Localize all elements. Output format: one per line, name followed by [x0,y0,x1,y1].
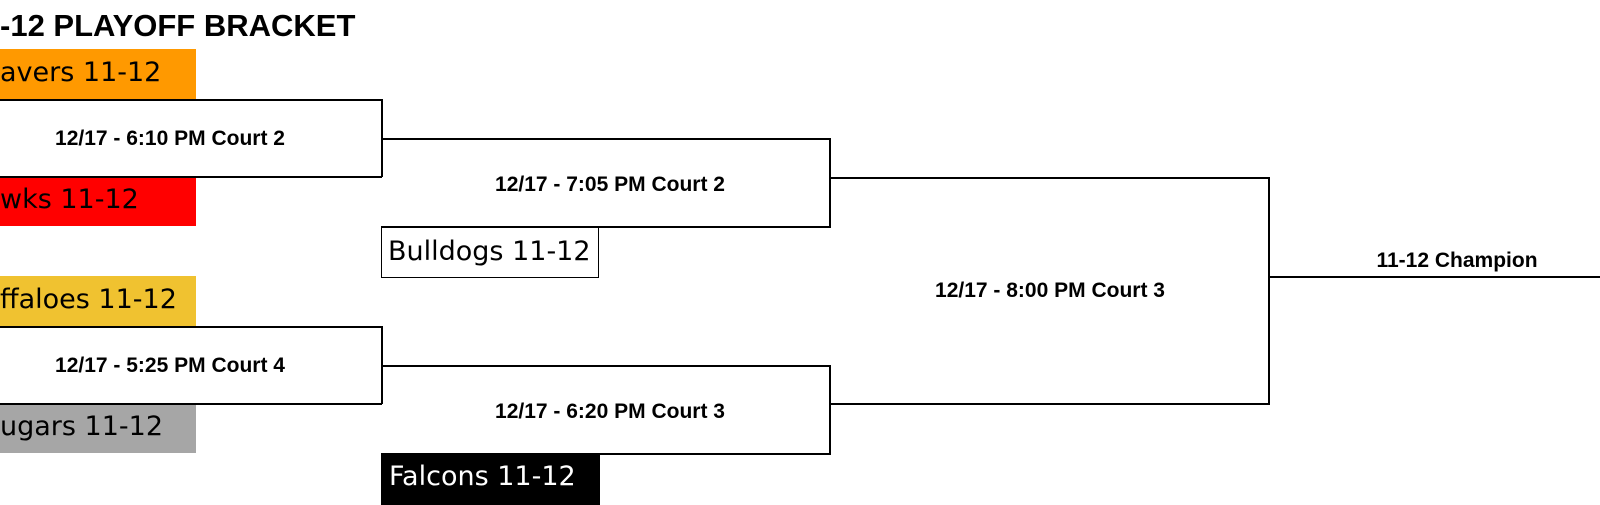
bracket-title: -12 PLAYOFF BRACKET [0,8,356,43]
team-slot-beavers: avers 11-12 [0,49,196,99]
game-label-4: 12/17 - 6:20 PM Court 3 [495,400,725,423]
bracket-line [829,365,831,454]
bracket-line [0,326,382,328]
bracket-line [829,177,1270,179]
game-label-1: 12/17 - 6:10 PM Court 2 [55,127,285,150]
team-slot-bulldogs: Bulldogs 11-12 [381,227,599,278]
team-slot-cougars: ugars 11-12 [0,403,196,453]
bracket-line [381,365,831,367]
team-slot-falcons: Falcons 11-12 [381,453,600,505]
champion-line [1268,276,1600,278]
game-label-final: 12/17 - 8:00 PM Court 3 [935,279,1165,302]
bracket-line [0,99,382,101]
team-slot-buffaloes: ffaloes 11-12 [0,276,196,326]
bracket-line [0,403,382,405]
bracket-line [829,403,1270,405]
bracket-line [381,453,831,455]
game-label-2: 12/17 - 5:25 PM Court 4 [55,354,285,377]
team-slot-hawks: wks 11-12 [0,176,196,226]
bracket-line [1268,177,1270,404]
bracket-line [381,226,831,228]
champion-label: 11-12 Champion [1376,249,1538,272]
bracket-line [0,176,382,178]
bracket-line [381,138,831,140]
game-label-3: 12/17 - 7:05 PM Court 2 [495,173,725,196]
bracket-line [829,138,831,227]
